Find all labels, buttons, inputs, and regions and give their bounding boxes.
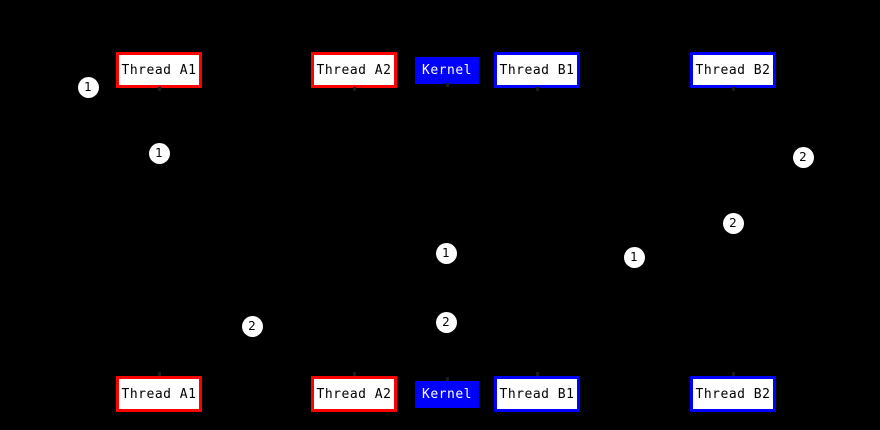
lifeline-stub-thread-a2-bottom: [353, 372, 356, 376]
step-badge-1: 1: [77, 76, 99, 98]
participant-label: Thread A2: [316, 386, 392, 402]
lifeline-thread-b1: [537, 88, 538, 376]
participant-thread-b2-bottom[interactable]: Thread B2: [690, 376, 776, 412]
lifeline-stub-thread-a2-top: [353, 87, 356, 91]
lifeline-stub-thread-a1-top: [158, 87, 161, 91]
lifeline-stub-kernel-bottom: [446, 377, 449, 381]
lifeline-thread-a1: [159, 88, 160, 376]
lifeline-stub-thread-b2-bottom: [732, 372, 735, 376]
step-badge-2: 2: [722, 212, 744, 234]
participant-label: Thread B2: [695, 62, 771, 78]
lifeline-stub-kernel-top: [446, 83, 449, 87]
participant-thread-b1-bottom[interactable]: Thread B1: [494, 376, 580, 412]
step-badge-1: 1: [148, 142, 170, 164]
participant-label: Thread B2: [695, 386, 771, 402]
participant-label: Thread A2: [316, 62, 392, 78]
step-badge-2: 2: [435, 311, 457, 333]
lifeline-kernel: [447, 84, 448, 381]
participant-label: Kernel: [422, 63, 472, 78]
step-badge-1: 1: [623, 246, 645, 268]
participant-label: Thread B1: [499, 386, 575, 402]
participant-label: Thread A1: [121, 62, 197, 78]
participant-thread-a2-top[interactable]: Thread A2: [311, 52, 397, 88]
participant-kernel-top[interactable]: Kernel: [415, 57, 479, 84]
lifeline-stub-thread-b1-top: [536, 87, 539, 91]
participant-label: Kernel: [422, 387, 472, 402]
participant-kernel-bottom[interactable]: Kernel: [415, 381, 479, 408]
participant-label: Thread B1: [499, 62, 575, 78]
participant-thread-b2-top[interactable]: Thread B2: [690, 52, 776, 88]
lifeline-stub-thread-b2-top: [732, 87, 735, 91]
step-badge-1: 1: [435, 242, 457, 264]
step-badge-2: 2: [792, 146, 814, 168]
step-badge-2: 2: [241, 315, 263, 337]
lifeline-stub-thread-b1-bottom: [536, 372, 539, 376]
participant-label: Thread A1: [121, 386, 197, 402]
lifeline-stub-thread-a1-bottom: [158, 372, 161, 376]
lifeline-thread-a2: [354, 88, 355, 376]
participant-thread-a1-bottom[interactable]: Thread A1: [116, 376, 202, 412]
participant-thread-b1-top[interactable]: Thread B1: [494, 52, 580, 88]
participant-thread-a1-top[interactable]: Thread A1: [116, 52, 202, 88]
participant-thread-a2-bottom[interactable]: Thread A2: [311, 376, 397, 412]
